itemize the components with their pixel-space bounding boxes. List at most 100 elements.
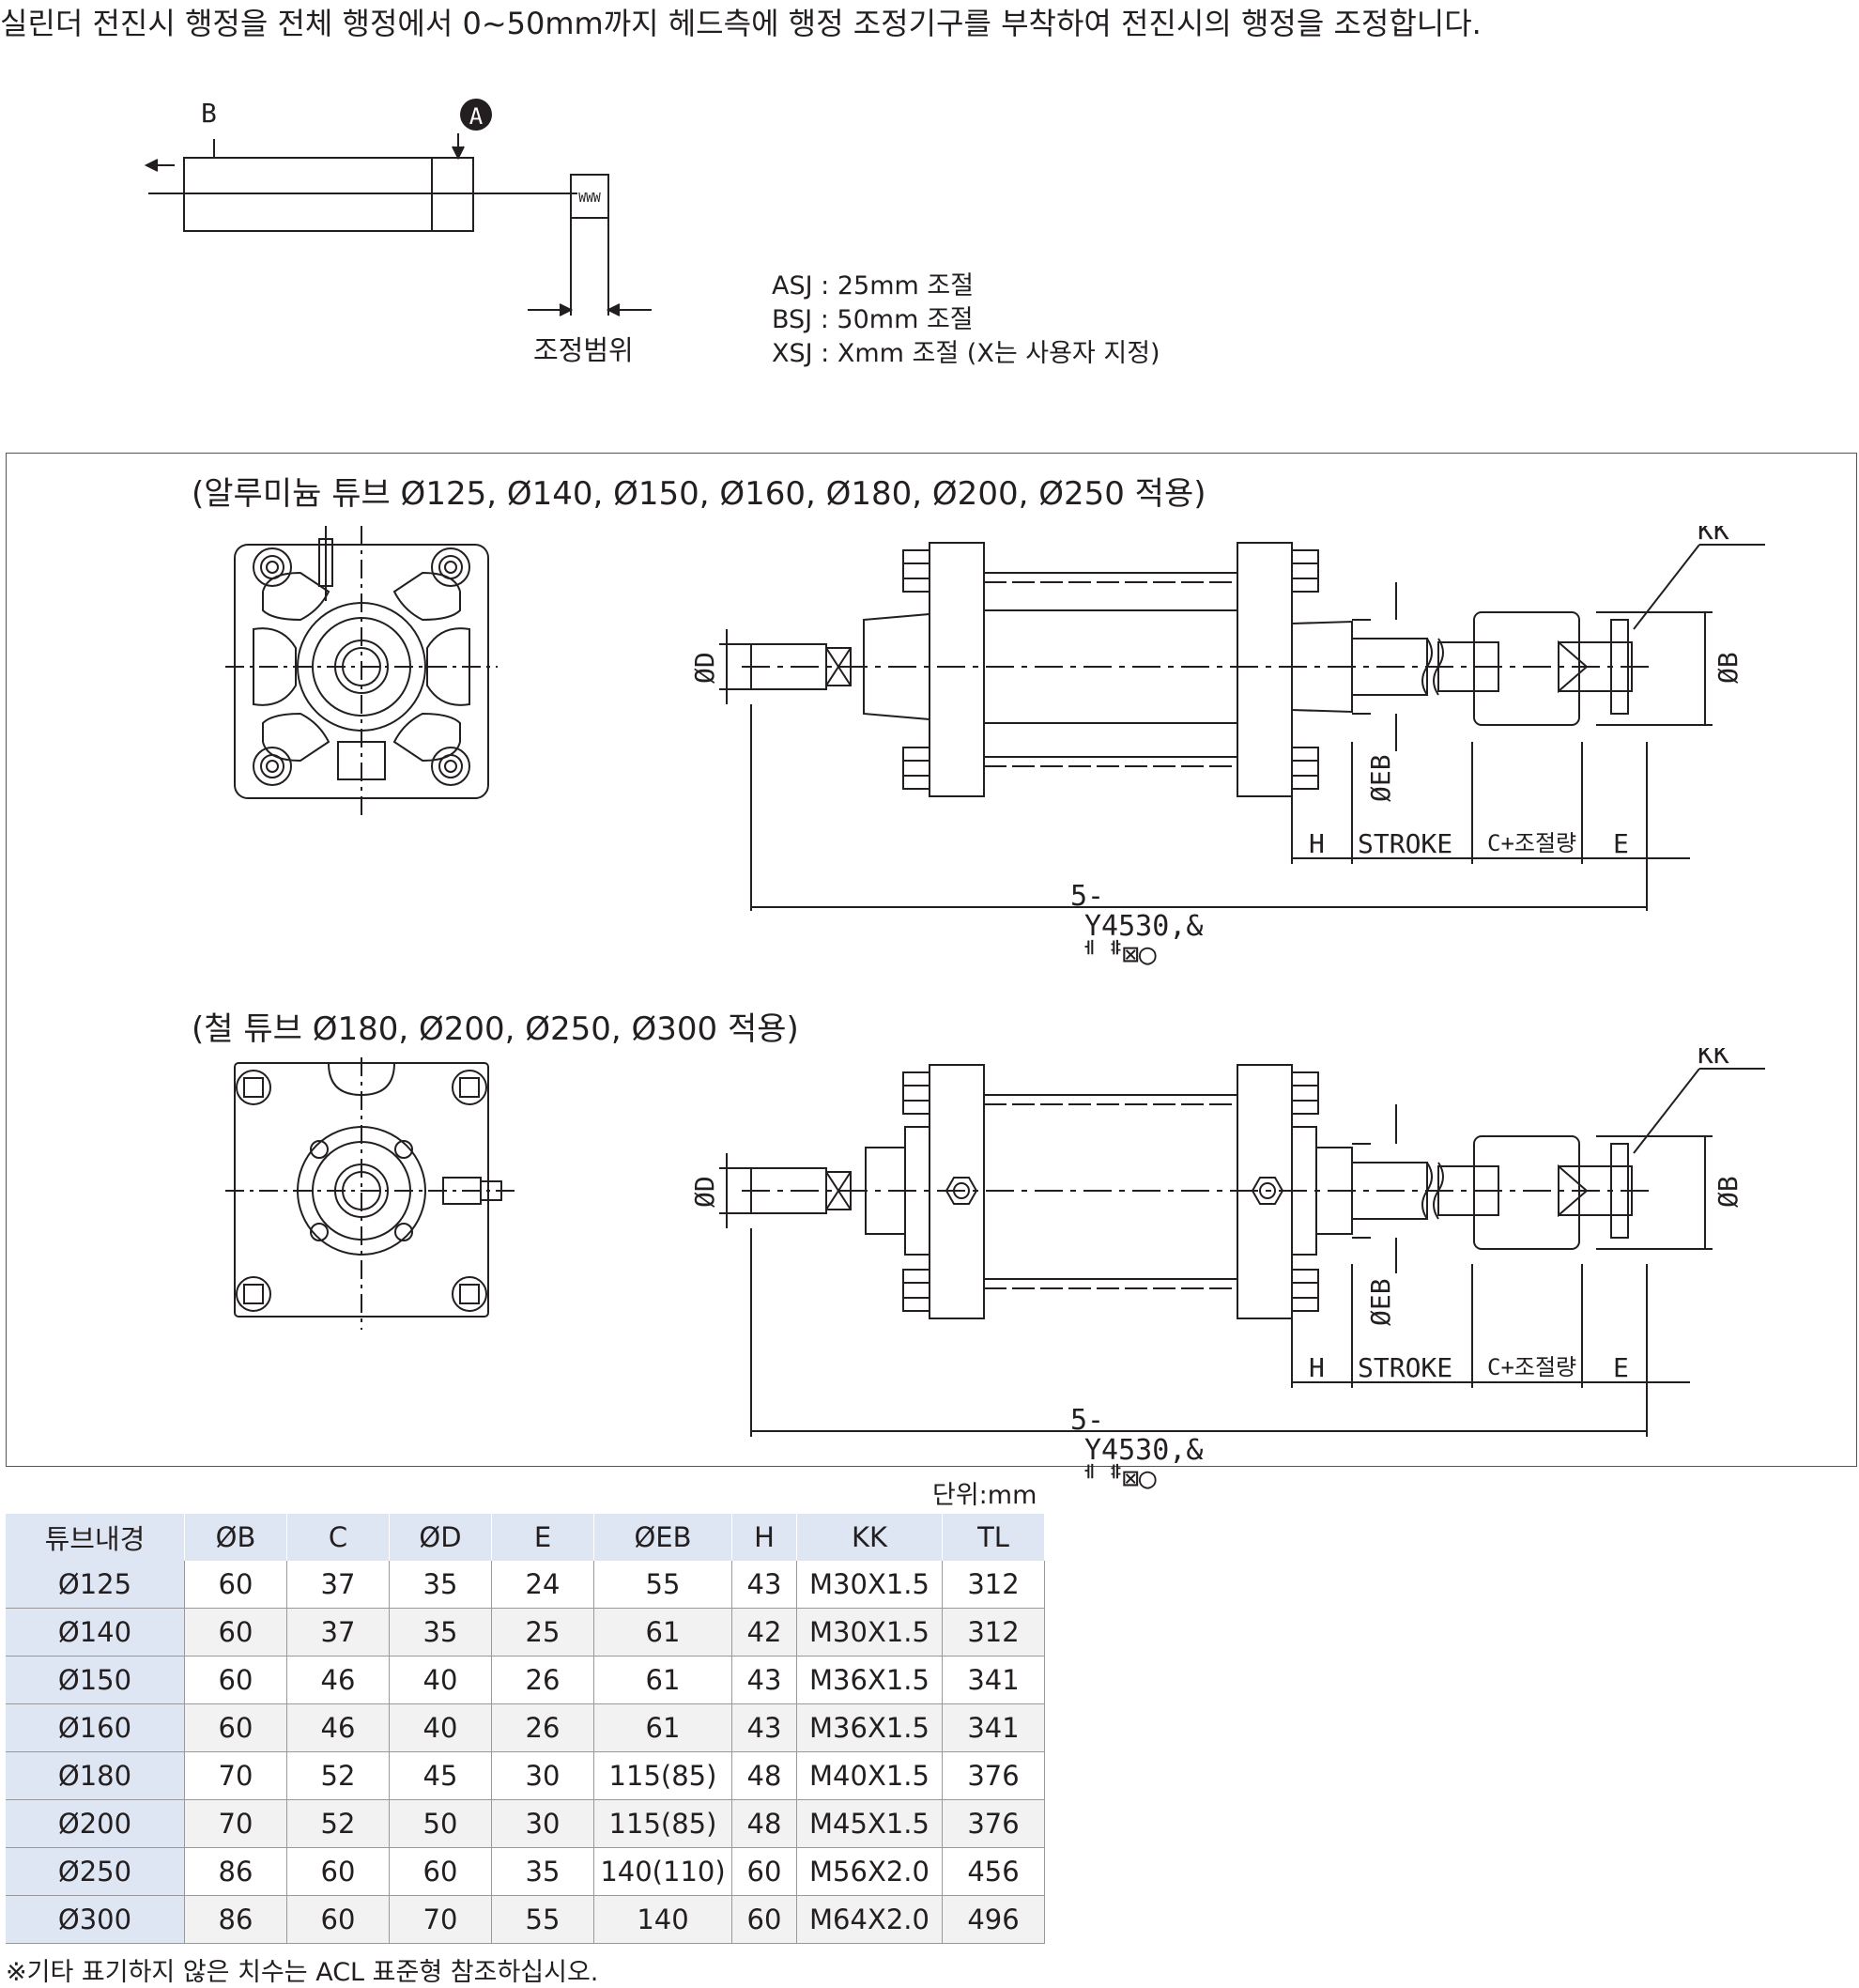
table-cell: 46 bbox=[286, 1703, 390, 1752]
table-cell: 24 bbox=[491, 1561, 594, 1609]
bore-size-cell: Ø200 bbox=[6, 1799, 185, 1848]
hex-bolt-icon bbox=[945, 1177, 978, 1205]
table-cell: 55 bbox=[593, 1561, 732, 1609]
table-header: C bbox=[286, 1514, 390, 1561]
adjust-note-bsj: BSJ : 50mm 조절 bbox=[772, 305, 974, 334]
nut-icon bbox=[902, 747, 930, 790]
table-cell: 60 bbox=[731, 1847, 797, 1896]
dim-kk: KK bbox=[1698, 526, 1729, 546]
table-cell: 60 bbox=[389, 1847, 492, 1896]
table-cell: 26 bbox=[491, 1703, 594, 1752]
table-cell: 496 bbox=[942, 1895, 1045, 1944]
table-cell: M64X2.0 bbox=[796, 1895, 943, 1944]
table-cell: 35 bbox=[389, 1608, 492, 1657]
table-cell: 30 bbox=[491, 1751, 594, 1800]
dim-h: H bbox=[1309, 828, 1325, 859]
table-cell: 60 bbox=[184, 1656, 287, 1704]
nut-icon bbox=[902, 1269, 930, 1312]
dim-c: C+조절량 bbox=[1487, 830, 1576, 856]
table-cell: 48 bbox=[731, 1799, 797, 1848]
drawing-frame bbox=[6, 453, 1857, 1467]
table-cell: 140 bbox=[593, 1895, 732, 1944]
bolt-icon bbox=[253, 747, 292, 786]
table-cell: 25 bbox=[491, 1608, 594, 1657]
dim-tl-1: 5- bbox=[1070, 1404, 1104, 1437]
table-cell: 37 bbox=[286, 1608, 390, 1657]
dim-h: H bbox=[1309, 1352, 1325, 1383]
dim-tl-3: ᅦᆥ⊠◯ bbox=[1070, 1462, 1157, 1495]
table-cell: M30X1.5 bbox=[796, 1561, 943, 1609]
dim-ob: ØB bbox=[1713, 652, 1744, 684]
bore-size-cell: Ø180 bbox=[6, 1751, 185, 1800]
table-cell: 341 bbox=[942, 1656, 1045, 1704]
table-cell: 60 bbox=[731, 1895, 797, 1944]
table-cell: 35 bbox=[491, 1847, 594, 1896]
nut-icon bbox=[1291, 1071, 1319, 1115]
table-cell: 52 bbox=[286, 1751, 390, 1800]
dim-oeb: ØEB bbox=[1365, 1278, 1396, 1326]
dim-c: C+조절량 bbox=[1487, 1354, 1576, 1380]
table-cell: 60 bbox=[286, 1895, 390, 1944]
nut-icon bbox=[1291, 1269, 1319, 1312]
table-cell: 30 bbox=[491, 1799, 594, 1848]
bolt-icon bbox=[431, 747, 470, 786]
table-cell: 115(85) bbox=[593, 1751, 732, 1800]
range-label: 조정범위 bbox=[533, 334, 634, 366]
bore-size-cell: Ø160 bbox=[6, 1703, 185, 1752]
table-cell: 140(110) bbox=[593, 1847, 732, 1896]
table-header: TL bbox=[942, 1514, 1045, 1561]
aluminum-side-view: KK ØD ØB ØEB H STROKE C+조절량 E 5- Y4530,&… bbox=[689, 526, 1765, 971]
hex-bolt-icon bbox=[1251, 1177, 1284, 1205]
dim-tl-2: Y4530,& bbox=[1084, 1434, 1203, 1467]
table-cell: 61 bbox=[593, 1608, 732, 1657]
table-cell: 70 bbox=[389, 1895, 492, 1944]
bolt-icon bbox=[452, 1070, 487, 1105]
table-cell: 42 bbox=[731, 1608, 797, 1657]
bolt-icon bbox=[431, 547, 470, 587]
table-cell: 70 bbox=[184, 1751, 287, 1800]
dim-ob: ØB bbox=[1713, 1176, 1744, 1208]
table-cell: 26 bbox=[491, 1656, 594, 1704]
dim-e: E bbox=[1613, 1352, 1629, 1383]
table-header: 튜브내경 bbox=[6, 1514, 185, 1561]
table-cell: 60 bbox=[184, 1561, 287, 1609]
table-cell: 115(85) bbox=[593, 1799, 732, 1848]
table-cell: M45X1.5 bbox=[796, 1799, 943, 1848]
table-cell: 61 bbox=[593, 1703, 732, 1752]
nut-icon bbox=[1291, 549, 1319, 593]
table-header: KK bbox=[796, 1514, 943, 1561]
table-cell: 60 bbox=[286, 1847, 390, 1896]
dim-od: ØD bbox=[689, 652, 720, 684]
table-cell: 52 bbox=[286, 1799, 390, 1848]
table-cell: 55 bbox=[491, 1895, 594, 1944]
table-cell: 50 bbox=[389, 1799, 492, 1848]
label-a: A bbox=[469, 103, 484, 130]
steel-title: (철 튜브 Ø180, Ø200, Ø250, Ø300 적용) bbox=[192, 1010, 799, 1048]
bolt-icon bbox=[253, 547, 292, 587]
steel-side-view: KK ØD ØB ØEB H STROKE C+조절량 E 5- Y4530,&… bbox=[689, 1048, 1765, 1495]
table-cell: 376 bbox=[942, 1751, 1045, 1800]
bore-size-cell: Ø125 bbox=[6, 1561, 185, 1609]
bolt-icon bbox=[236, 1276, 271, 1312]
table-cell: 48 bbox=[731, 1751, 797, 1800]
table-cell: 376 bbox=[942, 1799, 1045, 1848]
table-header: ØB bbox=[184, 1514, 287, 1561]
label-b: B bbox=[201, 98, 217, 129]
table-cell: 70 bbox=[184, 1799, 287, 1848]
table-cell: 456 bbox=[942, 1847, 1045, 1896]
table-cell: 43 bbox=[731, 1703, 797, 1752]
nut-icon bbox=[1291, 747, 1319, 790]
adjust-note-xsj: XSJ : Xmm 조절 (X는 사용자 지정) bbox=[772, 339, 1160, 368]
nut-icon bbox=[902, 1071, 930, 1115]
aluminum-title: (알루미늄 튜브 Ø125, Ø140, Ø150, Ø160, Ø180, Ø… bbox=[192, 475, 1206, 513]
table-cell: 45 bbox=[389, 1751, 492, 1800]
dim-tl-3: ᅦᆥ⊠◯ bbox=[1070, 938, 1157, 971]
steel-end-view bbox=[225, 1057, 516, 1330]
dim-od: ØD bbox=[689, 1176, 720, 1208]
